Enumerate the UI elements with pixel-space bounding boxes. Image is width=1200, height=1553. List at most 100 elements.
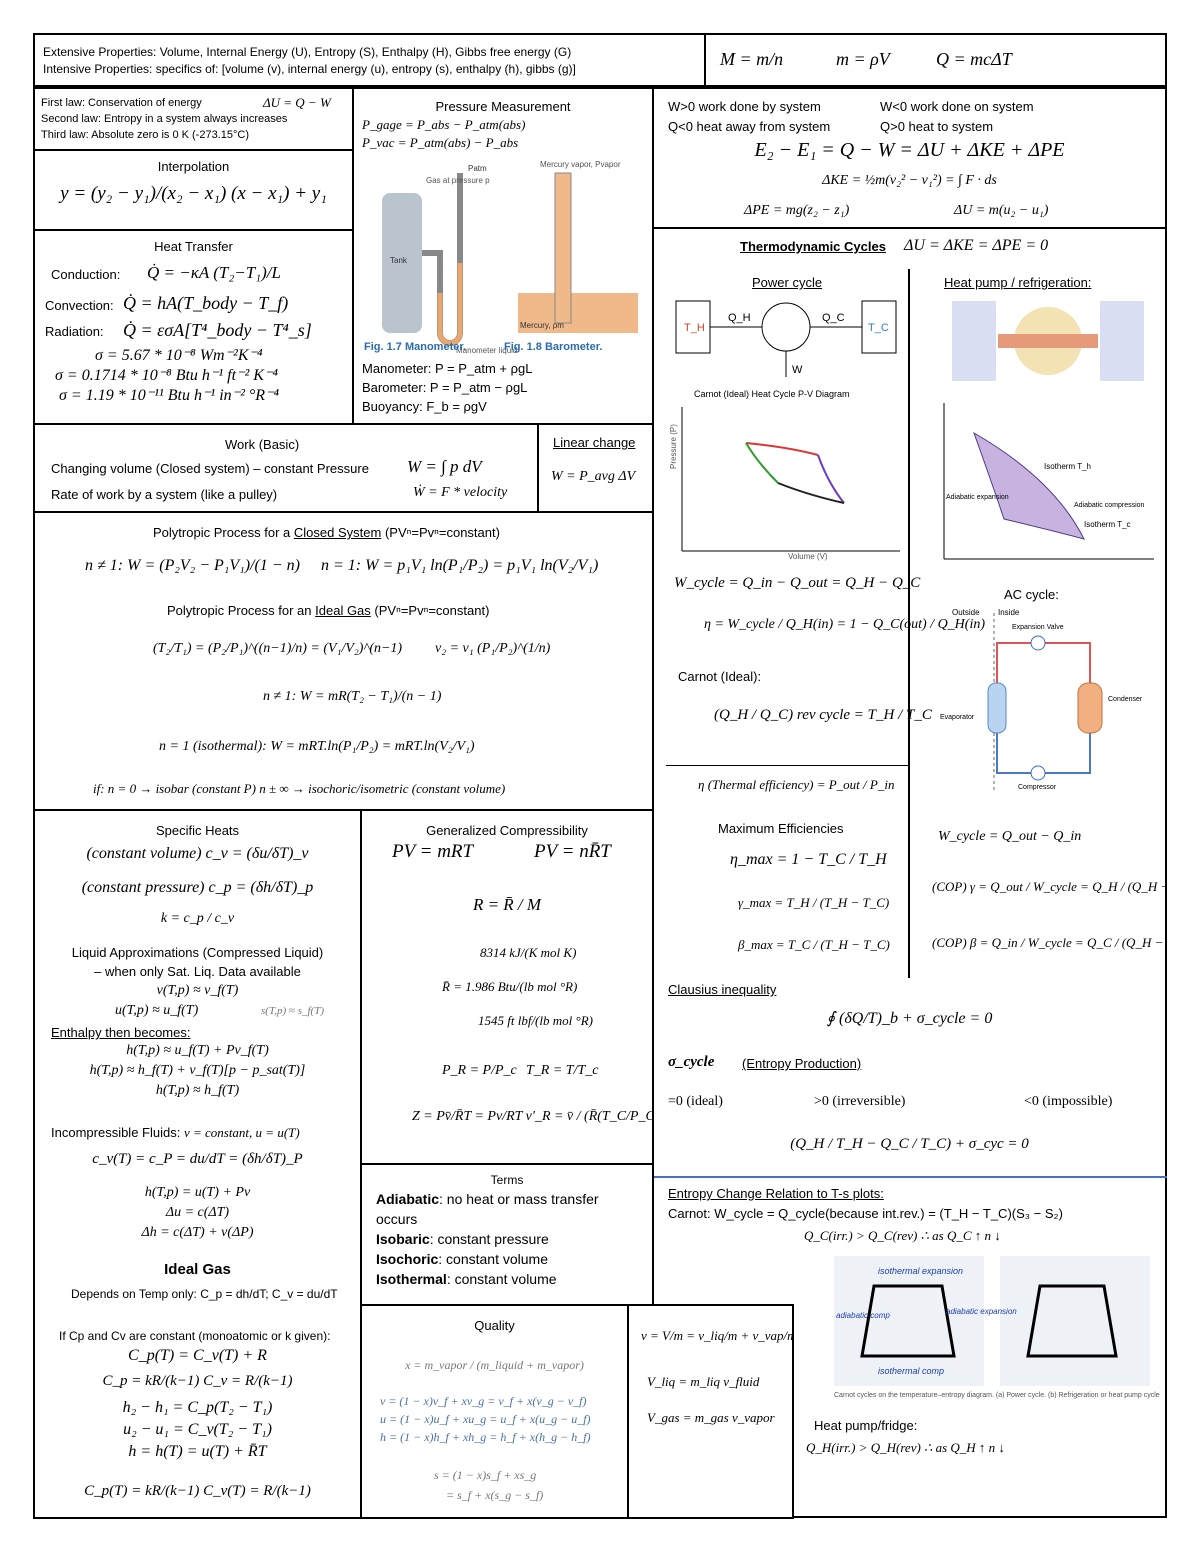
work-rate-text: Rate of work by a system (like a pulley)	[51, 487, 278, 502]
quality-s-eq-1: s = (1 − x)s_f + xs_g	[434, 1468, 537, 1482]
term-isobaric-name: Isobaric	[376, 1231, 430, 1247]
work-closed-eq: W = ∫ p dV	[407, 457, 482, 476]
cold-reservoir	[861, 300, 897, 354]
evaporator-shape	[987, 682, 1007, 734]
liquid-approx-title: Liquid Approximations (Compressed Liquid…	[71, 945, 324, 960]
ts-diagrams: isothermal expansion adiabatic comp adia…	[834, 1256, 1150, 1386]
radiation-label: Radiation:	[45, 324, 104, 339]
first-law-eq: ΔU = Q − W	[263, 95, 331, 110]
stefan-boltzmann-si: σ = 5.67 * 10⁻⁸ Wm⁻²K⁻⁴	[95, 347, 263, 364]
laws-box: First law: Conservation of energy ΔU = Q…	[33, 87, 354, 151]
heat-pump-cold-side	[952, 301, 996, 381]
ann-adiabatic-expansion: adiabatic expansion	[946, 1307, 1017, 1316]
extensive-properties: Extensive Properties: Volume, Internal E…	[43, 45, 572, 59]
vliq-eq: V_liq = m_liq v_fluid	[647, 1374, 760, 1389]
convection-label: Convection:	[45, 298, 114, 313]
first-law: First law: Conservation of energy	[41, 97, 202, 109]
barometer-eq: Barometer: P = P_atm − ρgL	[362, 380, 528, 395]
pv-xlabel: Volume (V)	[788, 552, 828, 561]
quality-v-eq: v = (1 − x)v_f + xv_g = v_f + x(v_g − v_…	[380, 1394, 587, 1408]
stefan-boltzmann-ft: σ = 0.1714 * 10⁻⁸ Btu h⁻¹ ft⁻² K⁻⁴	[55, 367, 278, 384]
clausius-eq: ∮ (δQ/T)_b + σ_cycle = 0	[826, 1010, 993, 1027]
pv-isothermal-expansion	[745, 442, 819, 456]
tank-label: Tank	[390, 256, 408, 265]
pv-adiabatic-compression	[745, 442, 779, 484]
incompressible-h-eq: h(T,p) = u(T) + Pv	[144, 1185, 251, 1200]
cop-gamma-eq: (COP) γ = Q_out / W_cycle = Q_H / (Q_H −…	[932, 879, 1165, 894]
incompressible-eq: v = constant, u = u(T)	[183, 1125, 300, 1140]
mercury-label: Mercury, ρm	[520, 321, 564, 330]
closed-n-eq-1-eq: n = 1: W = p₁V₁ ln(P₁/P₂) = p₁V₁ ln(V₂/V…	[321, 557, 599, 574]
term-isothermal-def: : constant volume	[446, 1271, 557, 1287]
internal-energy-eq: ΔU = m(u₂ − u₁)	[954, 203, 1049, 218]
qc-label: Q_C	[822, 312, 845, 324]
ac-cycle-diagram: Outside Inside Expansion Valve Condenser…	[940, 608, 1143, 793]
mono-dh-eq: h₂ − h₁ = C_p(T₂ − T₁)	[122, 1399, 273, 1416]
entropy-production-label: (Entropy Production)	[742, 1056, 862, 1071]
enthalpy-eq-2: h(T,p) ≈ h_f(T) + v_f(T)[p − p_sat(T)]	[89, 1063, 306, 1078]
ideal-gas-title-row: Polytropic Process for an Ideal Gas (PVⁿ…	[167, 603, 489, 618]
vacuum-pressure-eq: P_vac = P_atm(abs) − P_abs	[362, 135, 519, 150]
energy-balance-eq: E₂ − E₁ = Q − W = ΔU + ΔKE + ΔPE	[754, 139, 1065, 161]
manometer-eq: Manometer: P = P_atm + ρgL	[362, 361, 533, 376]
ac-top-line	[996, 642, 1091, 683]
conduction-eq: Q̇ = −κA (T₂−T₁)/L	[147, 263, 281, 282]
buoyancy-eq: Buoyancy: F_b = ρgV	[362, 399, 487, 414]
term-isothermal: Isothermal: constant volume	[376, 1269, 642, 1289]
interpolation-eq: y = (y₂ − y₁)/(x₂ − x₁) (x − x₁) + y₁	[60, 183, 327, 204]
efficiency-eq: η = W_cycle / Q_H(in) = 1 − Q_C(out) / Q…	[704, 617, 986, 632]
ann-isothermal-comp: isothermal comp	[878, 1366, 944, 1376]
incompressible-cv-eq: c_v(T) = c_P = du/dT = (δh/δT)_P	[92, 1151, 303, 1167]
qc-irr-line: Q_C(irr.) > Q_C(rev) ∴ as Q_C ↑ n ↓	[804, 1228, 1001, 1243]
ac-outside-label: Outside	[952, 608, 980, 617]
k-eq: k = c_p / c_v	[160, 911, 235, 926]
heat-negative: Q<0 heat away from system	[668, 119, 831, 134]
term-adiabatic-def: : no heat or mass transfer occurs	[376, 1191, 599, 1227]
ac-condenser-label: Condenser	[1108, 696, 1143, 703]
hp-adiabatic-expansion: Adiabatic expansion	[946, 494, 1009, 501]
sigma-ideal: =0 (ideal)	[668, 1094, 723, 1109]
sigma-cycle-label: σ_cycle	[668, 1054, 715, 1070]
hp-isotherm-tc: Isotherm T_c	[1084, 520, 1131, 529]
interpolation-box: Interpolation y = (y₂ − y₁)/(x₂ − x₁) (x…	[33, 149, 354, 231]
max-efficiencies-title: Maximum Efficiencies	[718, 821, 844, 836]
power-cycle-diagram: T_H T_C Q_H Q_C W	[675, 300, 897, 377]
enthalpy-eq-1: h(T,p) ≈ u_f(T) + Pv_f(T)	[126, 1043, 269, 1058]
entropy-ts-title: Entropy Change Relation to T-s plots:	[668, 1186, 884, 1201]
compressor-shape	[1030, 765, 1046, 781]
tr-eq: T_R = T/T_c	[526, 1063, 599, 1078]
incompressible-dh-eq: Δh = c(ΔT) + v(ΔP)	[141, 1225, 254, 1240]
gage-pressure-eq: P_gage = P_abs − P_atm(abs)	[362, 117, 526, 132]
liquid-v-eq: v(T,p) ≈ v_f(T)	[156, 983, 239, 998]
closed-system-title-u: Closed System	[293, 525, 382, 540]
r-value-ftlbf: 1545 ft lbf/(lb mol °R)	[478, 1013, 593, 1028]
pv-diagram-title: Carnot (Ideal) Heat Cycle P-V Diagram	[694, 389, 850, 399]
barometer-tube	[554, 172, 572, 324]
hp-isotherm-th: Isotherm T_h	[1044, 462, 1091, 471]
term-isochoric-name: Isochoric	[376, 1251, 439, 1267]
mono-cpt-eq: C_p(T) = kR/(k−1) C_v(T) = R/(k−1)	[84, 1483, 311, 1499]
pv-isothermal-compression	[777, 482, 845, 504]
incompressible-title: Incompressible Fluids:	[51, 1125, 181, 1140]
incompressible-du-eq: Δu = c(ΔT)	[165, 1205, 230, 1220]
linear-change-eq: W = P_avg ΔV	[551, 469, 636, 484]
cycles-title: Thermodynamic Cycles	[740, 239, 886, 254]
eta-max-eq: η_max = 1 − T_C / T_H	[730, 851, 887, 868]
ac-expansion-label: Expansion Valve	[1012, 624, 1064, 631]
w-label: W	[792, 364, 803, 376]
terms-list: Adiabatic: no heat or mass transfer occu…	[376, 1189, 642, 1289]
gamma-max-eq: γ_max = T_H / (T_H − T_C)	[738, 895, 890, 910]
quality-title: Quality	[474, 1318, 515, 1333]
cycles-box: Thermodynamic Cycles ΔU = ΔKE = ΔPE = 0 …	[652, 227, 1167, 980]
beta-max-eq: β_max = T_C / (T_H − T_C)	[738, 937, 890, 952]
carnot-ideal-label: Carnot (Ideal):	[678, 669, 762, 684]
cycles-divider	[908, 269, 910, 978]
manometer-barometer-figure: Gas at pressure p Tank Patm Manometer li…	[382, 160, 638, 355]
manometer-liquid-label: Manometer liquid	[456, 346, 517, 355]
density-eq: m = ρV	[836, 49, 890, 69]
ts-power-cycle	[860, 1284, 956, 1358]
vgas-eq: V_gas = m_gas v_vapor	[647, 1410, 775, 1425]
quality-u-eq: u = (1 − x)u_f + xu_g = u_f + x(u_g − u_…	[380, 1412, 591, 1426]
sigma-irreversible: >0 (irreversible)	[814, 1094, 906, 1109]
blue-divider	[652, 1176, 1167, 1179]
